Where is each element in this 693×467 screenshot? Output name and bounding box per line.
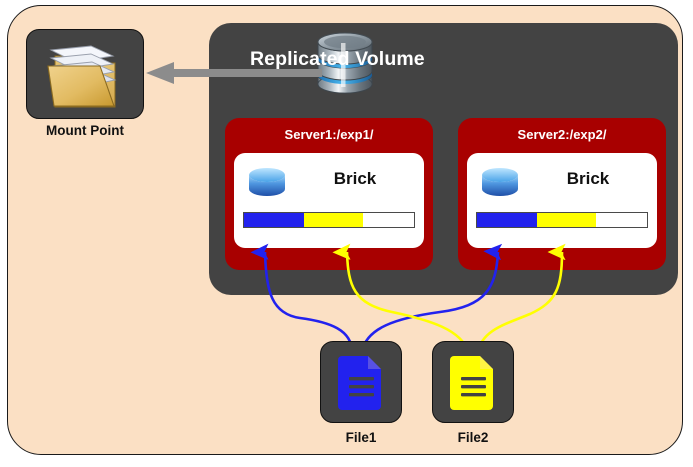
- capacity-segment-file2-server2: [536, 213, 596, 227]
- capacity-bar-server2: [476, 212, 648, 228]
- cylinder-icon: [246, 165, 288, 199]
- cylinder-icon: [479, 165, 521, 199]
- file2-label: File2: [457, 430, 489, 445]
- database-stack-icon: [312, 29, 378, 109]
- brick-card-server2: Brick: [467, 153, 657, 248]
- mount-point-tile[interactable]: [26, 29, 144, 119]
- capacity-segment-free-server1: [363, 213, 414, 227]
- file1-label: File1: [345, 430, 377, 445]
- brick-label-server1: Brick: [333, 169, 377, 188]
- file-tile-file2[interactable]: [432, 341, 514, 423]
- capacity-bar-server1: [243, 212, 415, 228]
- server-box-server1: Server1:/exp1/: [225, 118, 433, 270]
- capacity-segment-file1-server1: [244, 213, 304, 227]
- folder-icon: [35, 36, 135, 114]
- capacity-segment-free-server2: [596, 213, 647, 227]
- server1-title: Server1:/exp1/: [284, 127, 374, 142]
- volume-to-mount-arrow: [140, 58, 322, 88]
- capacity-segment-file1-server2: [477, 213, 537, 227]
- brick-label-server2: Brick: [566, 169, 610, 188]
- brick-card-server1: Brick: [234, 153, 424, 248]
- capacity-segment-file2-server1: [303, 213, 363, 227]
- document-icon: [338, 354, 385, 410]
- document-icon: [450, 354, 497, 410]
- server-box-server2: Server2:/exp2/ Brick: [458, 118, 666, 270]
- volume-title: Replicated Volume: [250, 48, 425, 70]
- mount-point-label: Mount Point: [46, 123, 124, 138]
- file-tile-file1[interactable]: [320, 341, 402, 423]
- server2-title: Server2:/exp2/: [517, 127, 607, 142]
